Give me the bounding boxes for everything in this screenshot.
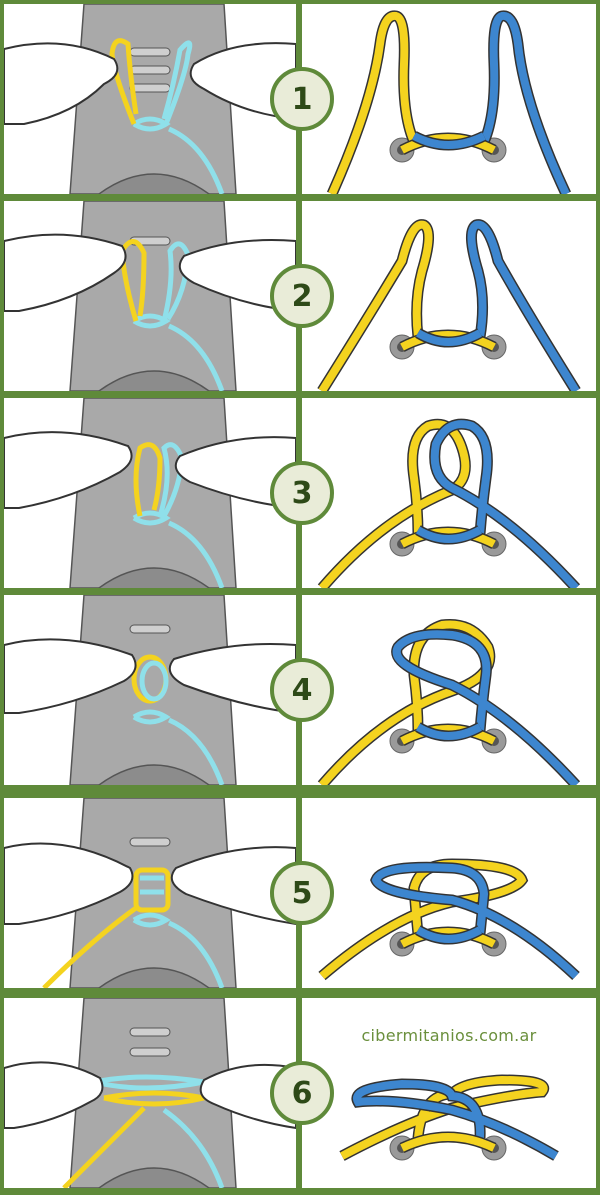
step-2-shoe-hands-illustration (4, 201, 296, 391)
step-4-number-badge: 4 (270, 658, 334, 722)
step-3-photo-panel (4, 398, 296, 588)
step-2-diagram-panel (302, 201, 596, 391)
step-4-photo-panel (4, 595, 296, 785)
step-row-1: 1 (4, 4, 596, 194)
step-number: 6 (291, 1075, 313, 1111)
step-6-number-badge: 6 (270, 1061, 334, 1125)
step-1-shoe-hands-illustration (4, 4, 296, 194)
step-1-lace-diagram (326, 10, 571, 194)
step-2-photo-panel (4, 201, 296, 391)
step-4-lace-diagram (317, 618, 581, 785)
step-5-photo-panel (4, 798, 296, 988)
step-number: 4 (291, 672, 313, 708)
step-5-lace-diagram (318, 858, 580, 981)
step-3-number-badge: 3 (270, 461, 334, 525)
step-6-photo-panel (4, 998, 296, 1188)
step-2-lace-diagram (317, 219, 581, 391)
step-2-number-badge: 2 (270, 264, 334, 328)
step-1-photo-panel (4, 4, 296, 194)
step-number: 5 (291, 875, 313, 911)
step-4-diagram-panel (302, 595, 596, 785)
step-row-6: cibermitanios.com.ar 6 (4, 998, 596, 1188)
step-1-number-badge: 1 (270, 67, 334, 131)
step-number: 1 (291, 81, 313, 117)
step-row-5: 5 (4, 798, 596, 988)
step-number: 2 (291, 278, 313, 314)
step-row-2: 2 (4, 201, 596, 391)
step-6-lace-diagram (339, 1074, 559, 1161)
step-row-3: 3 (4, 398, 596, 588)
step-3-shoe-hands-illustration (4, 398, 296, 588)
step-3-diagram-panel (302, 398, 596, 588)
step-6-diagram-panel: cibermitanios.com.ar (302, 998, 596, 1188)
step-row-4: 4 (4, 595, 596, 785)
step-6-shoe-hands-illustration (4, 998, 296, 1188)
step-5-shoe-hands-illustration (4, 798, 296, 988)
step-1-diagram-panel (302, 4, 596, 194)
step-4-shoe-hands-illustration (4, 595, 296, 785)
step-3-lace-diagram (317, 418, 581, 588)
website-credit: cibermitanios.com.ar (361, 1026, 537, 1045)
step-5-diagram-panel (302, 798, 596, 988)
step-number: 3 (291, 475, 313, 511)
step-5-number-badge: 5 (270, 861, 334, 925)
